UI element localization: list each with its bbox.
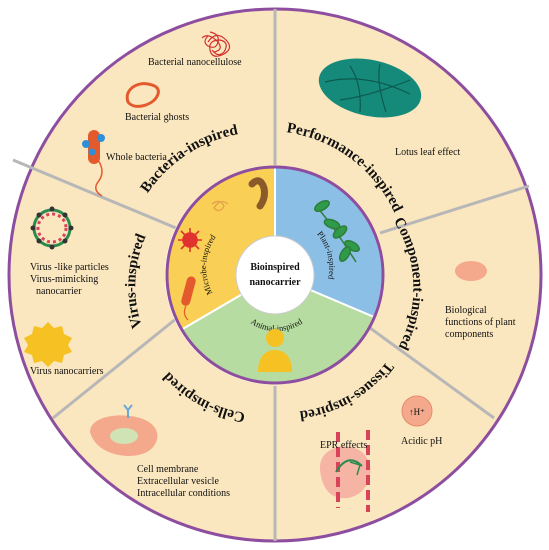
center-title-line2: nanocarrier [249, 277, 301, 288]
filamentous-bacteria-icon [248, 177, 268, 210]
sector-dividers [12, 9, 530, 541]
nanocarrier-label: nanocarrier [36, 286, 82, 297]
microbe-curl-icon [211, 200, 229, 212]
cell-membrane-icon [90, 404, 158, 456]
virus-nanocarriers-label: Virus nanocarriers [30, 366, 104, 377]
plant-branch-icon [314, 199, 360, 263]
component-label-line2: functions of plant [445, 317, 516, 328]
person-icon [258, 329, 292, 372]
component-label-line3: components [445, 329, 493, 340]
virus-like-particles-label: Virus -like particles [30, 262, 109, 273]
center-title-line1: Bioinspired [250, 262, 300, 273]
virus-mimicking-label: Virus-mimicking [30, 274, 98, 285]
whole-bacteria-label: Whole bacteria [106, 152, 167, 163]
extracellular-vesicle-label: Extracellular vesicle [137, 476, 219, 487]
virus-particle-icon [178, 228, 202, 252]
whole-bacteria-icon [82, 130, 105, 197]
rod-bacterium-icon [181, 276, 196, 321]
acidic-ph-icon: ↑H⁺ [401, 395, 433, 427]
acidic-ph-label: Acidic pH [401, 436, 442, 447]
inner-ring-border [165, 165, 385, 385]
cell-membrane-label: Cell membrane [137, 464, 199, 475]
component-label-line1: Biological [445, 305, 487, 316]
plant-component-icon [455, 261, 487, 281]
virus-nanocarrier-icon [24, 322, 72, 367]
bacterial-nanocellulose-label: Bacterial nanocellulose [148, 57, 242, 68]
bacterial-ghost-icon [125, 82, 160, 108]
lotus-leaf-icon [318, 58, 422, 118]
virus-like-particle-icon [30, 206, 74, 250]
epr-effects-label: EPR effects [320, 440, 367, 451]
center-circle [235, 235, 315, 315]
bacterial-nanocellulose-icon [201, 31, 231, 57]
bacterial-ghosts-label: Bacterial ghosts [125, 112, 189, 123]
intracellular-conditions-label: Intracellular conditions [137, 488, 230, 499]
lotus-leaf-effect-label: Lotus leaf effect [395, 147, 461, 158]
epr-effect-icon [319, 430, 371, 512]
svg-text:↑H⁺: ↑H⁺ [409, 407, 425, 417]
